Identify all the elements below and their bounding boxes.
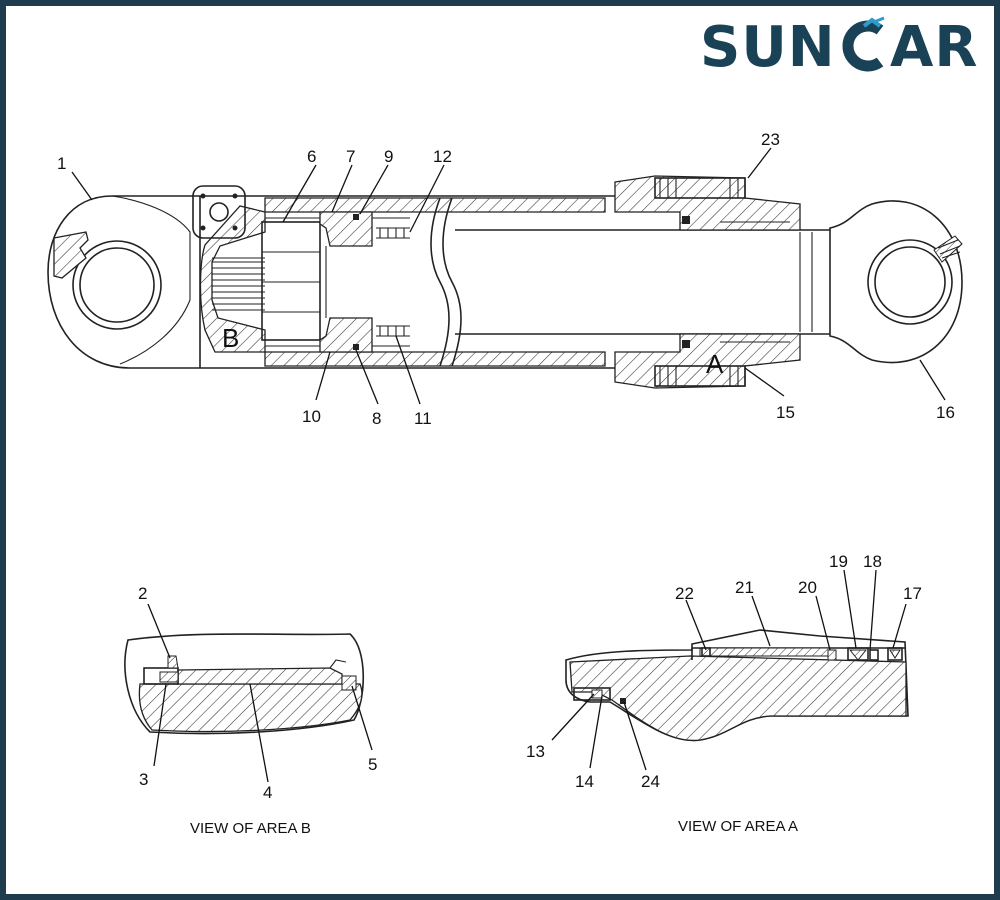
callout-17: 17	[903, 584, 922, 603]
view-a-caption: VIEW OF AREA A	[678, 818, 798, 835]
callout-16: 16	[936, 403, 955, 422]
callout-19: 19	[829, 552, 848, 571]
callout-24: 24	[641, 772, 660, 791]
callout-12: 12	[433, 147, 452, 166]
logo-text-right: AR	[890, 15, 978, 80]
callout-3: 3	[139, 770, 148, 789]
view-b-caption: VIEW OF AREA B	[190, 820, 311, 837]
callout-11: 11	[414, 409, 432, 428]
callout-15: 15	[776, 403, 795, 422]
rod-end-gland	[614, 175, 801, 389]
head-end-cap	[192, 185, 266, 353]
callout-9: 9	[384, 147, 393, 166]
main-cylinder-view: B A 1 6 7 9 12 23 10 8 11 15 16	[47, 130, 963, 428]
callout-20: 20	[798, 578, 817, 597]
suncar-logo: SUN AR	[700, 15, 978, 80]
piston-nut	[261, 221, 321, 341]
callout-6: 6	[307, 147, 316, 166]
view-area-a: 22 21 20 19 18 17 13 14 24 VIEW OF AREA …	[526, 552, 922, 835]
area-a-marker: A	[706, 349, 724, 379]
piston-rod	[455, 229, 830, 335]
guide-pins	[376, 227, 410, 337]
callout-13: 13	[526, 742, 545, 761]
logo-c-mark	[842, 16, 885, 72]
callout-8: 8	[372, 409, 381, 428]
callout-10: 10	[302, 407, 321, 426]
rod-end-eye	[829, 200, 963, 364]
callout-14: 14	[575, 772, 594, 791]
callout-1: 1	[57, 154, 66, 173]
callout-21: 21	[735, 578, 754, 597]
callout-18: 18	[863, 552, 882, 571]
main-view-leaders	[71, 147, 946, 405]
hydraulic-cylinder-diagram: SUN AR	[47, 15, 978, 837]
callout-23: 23	[761, 130, 780, 149]
callout-22: 22	[675, 584, 694, 603]
logo-text-left: SUN	[700, 15, 836, 80]
callout-7: 7	[346, 147, 355, 166]
head-end-eye	[47, 195, 200, 369]
view-area-b: 2 3 4 5 VIEW OF AREA B	[124, 584, 377, 837]
callout-4: 4	[263, 783, 272, 802]
callout-2: 2	[138, 584, 147, 603]
cylinder-barrel	[199, 195, 615, 369]
callout-5: 5	[368, 755, 377, 774]
piston	[319, 211, 373, 353]
area-b-marker: B	[222, 323, 239, 353]
